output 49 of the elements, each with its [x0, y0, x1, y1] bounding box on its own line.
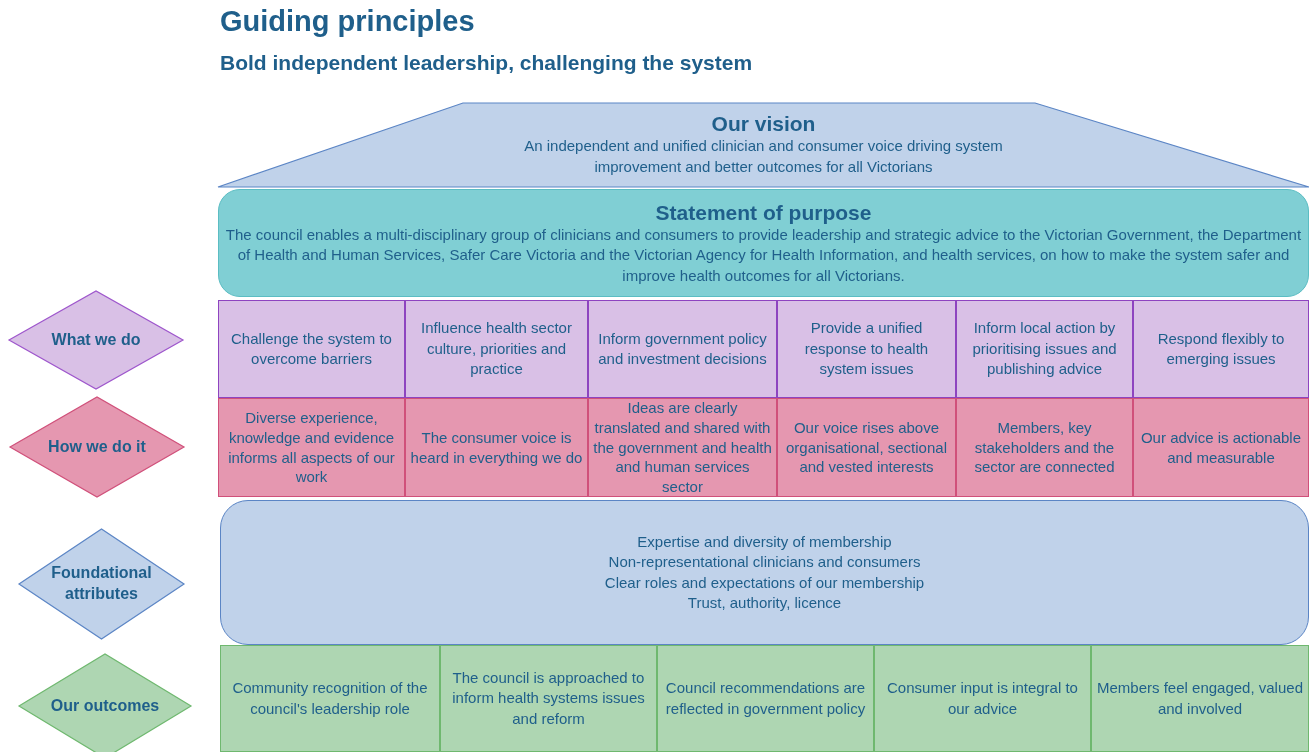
cell-text: Inform government policy and investment decisions	[597, 328, 768, 369]
cell-text: The council is approached to inform health systems issues and reform	[451, 667, 646, 729]
table-cell	[956, 398, 1133, 497]
cell-text: The consumer voice is heard in everything we do	[410, 427, 583, 468]
row-label: Foundational attributes	[50, 563, 153, 604]
rounded-panel	[218, 189, 1309, 297]
statement-text: Non-representational clinicians and consumers	[608, 552, 921, 573]
table-cell	[405, 300, 588, 398]
row-label: Our outcomes	[50, 695, 160, 716]
cell-text: Members, key stakeholders and the sector are connected	[973, 417, 1116, 478]
table-cell	[405, 398, 588, 497]
table-cell	[218, 300, 405, 398]
cell-text: Community recognition of the council's leadership role	[231, 678, 429, 719]
heading: Our vision	[711, 111, 816, 137]
cell-text: Challenge the system to overcome barriers	[230, 328, 393, 369]
table-cell	[874, 645, 1091, 752]
cell-text: Council recommendations are reflected in government policy	[664, 678, 867, 719]
table-cell	[440, 645, 657, 752]
table-cell	[588, 300, 777, 398]
title: Guiding principles	[220, 5, 475, 38]
cell-text: Consumer input is integral to our advice	[886, 678, 1079, 719]
statement-text: The council enables a multi-disciplinary group of clinicians and consumers to provide leadership and strategic advice to the Victorian Government, the Department of Health and Human Services, Safer Care Victoria and the Victorian Agency for Health Information, and health services, on how to make the system safer and improve health outcomes for all Victorians.	[224, 225, 1303, 286]
heading: Statement of purpose	[655, 199, 872, 225]
cell-text: Influence health sector culture, priorities and practice	[420, 318, 573, 380]
table-cell	[657, 645, 874, 752]
statement-text: An independent and unified clinician and consumer voice driving system improvement and better outcomes for all Victorians	[523, 136, 1004, 177]
cell-text: Respond flexibly to emerging issues	[1156, 328, 1286, 369]
cell-text: Members feel engaged, valued and involved	[1096, 678, 1304, 719]
table-cell	[218, 398, 405, 497]
table-cell	[1133, 398, 1309, 497]
cell-text: Our advice is actionable and measurable	[1139, 427, 1303, 468]
rounded-panel	[220, 500, 1309, 645]
statement-text: Expertise and diversity of membership	[637, 531, 892, 552]
row-label: What we do	[51, 329, 141, 350]
cell-text: Ideas are clearly translated and shared with the government and health and human services sector	[593, 397, 772, 498]
cell-text: Diverse experience, knowledge and evidence informs all aspects of our work	[227, 407, 396, 488]
table-cell	[777, 398, 956, 497]
table-cell	[1091, 645, 1309, 752]
statement-text: Trust, authority, licence	[687, 592, 842, 613]
cell-text: Inform local action by prioritising issues and publishing advice	[971, 318, 1118, 380]
table-cell	[220, 645, 440, 752]
row-label: How we do it	[48, 436, 146, 457]
cell-text: Provide a unified response to health system issues	[803, 318, 930, 380]
subtitle: Bold independent leadership, challenging the system	[220, 51, 753, 75]
table-cell	[777, 300, 956, 398]
table-cell	[1133, 300, 1309, 398]
statement-text: Clear roles and expectations of our membership	[604, 572, 925, 593]
table-cell	[956, 300, 1133, 398]
cell-text: Our voice rises above organisational, sectional and vested interests	[785, 417, 948, 478]
